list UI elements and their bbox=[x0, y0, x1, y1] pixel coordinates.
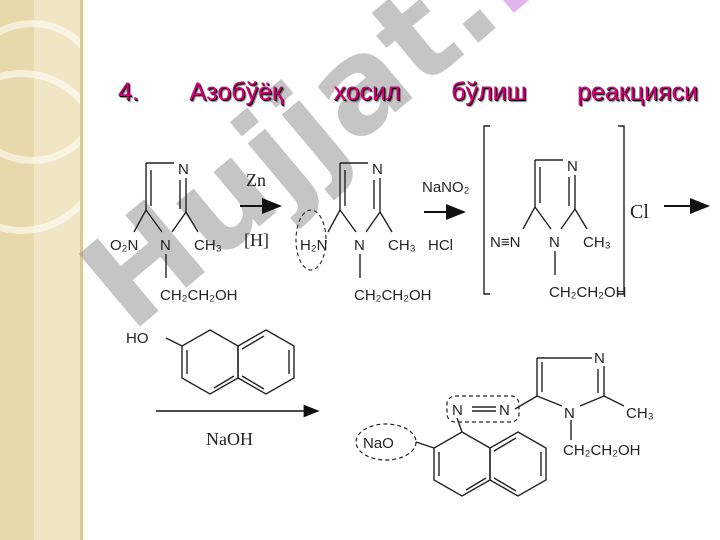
azo-nitrogen: N bbox=[499, 402, 510, 419]
ring-bond bbox=[579, 395, 605, 407]
ring-nitrogen: N bbox=[372, 161, 383, 178]
ring-bond bbox=[560, 208, 576, 230]
ring-nitrogen: N bbox=[178, 161, 189, 178]
ring bbox=[433, 431, 491, 497]
double-bond bbox=[241, 375, 265, 390]
bond bbox=[415, 441, 435, 449]
ring-nitrogen: N bbox=[567, 158, 578, 175]
sodium-oxide-group: NaO bbox=[363, 435, 394, 452]
double-bond bbox=[465, 477, 487, 491]
bond bbox=[379, 211, 393, 233]
hydroxyethyl-group: CH₂CH₂OH bbox=[354, 287, 431, 304]
ring-bond bbox=[365, 211, 381, 233]
title-word: бўлиш bbox=[451, 78, 527, 106]
title-word: хосил bbox=[333, 78, 401, 106]
methyl-group: CH₃ bbox=[626, 405, 654, 422]
reagent-hydrochloric-acid: HCl bbox=[428, 237, 453, 254]
ring-nitrogen: N bbox=[594, 350, 605, 367]
right-bracket bbox=[618, 125, 625, 295]
title-word: 4. bbox=[118, 78, 139, 106]
reagent-sodium-hydroxide: NaOH bbox=[206, 429, 253, 449]
double-bond bbox=[493, 477, 517, 492]
ring-bond bbox=[145, 209, 163, 233]
methyl-group: CH₃ bbox=[388, 237, 416, 254]
compound-aminoimidazole bbox=[327, 162, 393, 278]
hydroxyl-group: HO bbox=[126, 330, 149, 347]
bond bbox=[133, 209, 147, 233]
chloride-ion: Cl bbox=[630, 201, 649, 223]
highlight-azo bbox=[446, 395, 520, 423]
compound-azo-dye bbox=[355, 357, 625, 497]
double-bond bbox=[241, 335, 265, 350]
left-bracket bbox=[483, 125, 490, 295]
ring-nitrogen: N bbox=[160, 237, 171, 254]
hydroxyethyl-group: CH₂CH₂OH bbox=[160, 287, 237, 304]
azo-nitrogen: N bbox=[452, 402, 463, 419]
reagent-zinc: Zn bbox=[246, 170, 266, 190]
hydroxyethyl-group: CH₂CH₂OH bbox=[563, 442, 640, 459]
ring-bond bbox=[534, 206, 552, 230]
methyl-group: CH₃ bbox=[583, 234, 611, 251]
bond bbox=[456, 417, 463, 433]
nitro-group: O₂N bbox=[110, 237, 138, 254]
compound-diazonium bbox=[483, 125, 625, 295]
ring-bond bbox=[171, 211, 187, 233]
diazonium-group: N≡N bbox=[490, 234, 520, 251]
bond bbox=[185, 211, 199, 233]
ring-bond bbox=[339, 209, 357, 233]
sidebar-ring bbox=[0, 70, 80, 234]
ring-bond bbox=[536, 395, 563, 407]
bond bbox=[522, 206, 536, 230]
hydroxyethyl-group: CH₂CH₂OH bbox=[549, 284, 626, 301]
sidebar-edge bbox=[80, 0, 83, 540]
bond bbox=[165, 337, 183, 347]
double-bond bbox=[213, 375, 235, 389]
reagent-hydrogen: [H] bbox=[244, 230, 269, 250]
title-word: Азобўёқ bbox=[189, 78, 283, 106]
highlight-circle bbox=[295, 209, 327, 271]
slide-title: 4. Азобўёқ хосил бўлиш реакцияси bbox=[118, 78, 698, 107]
bond bbox=[327, 209, 341, 233]
double-bond bbox=[493, 437, 517, 452]
ring bbox=[181, 329, 239, 395]
bond bbox=[514, 395, 538, 410]
methyl-group: CH₃ bbox=[194, 237, 222, 254]
title-word: реакцияси bbox=[577, 78, 698, 106]
compound-nitroimidazole bbox=[133, 162, 199, 278]
bond bbox=[574, 208, 588, 230]
decorative-sidebar bbox=[0, 0, 80, 540]
ring-nitrogen: N bbox=[354, 237, 365, 254]
bond bbox=[603, 395, 625, 407]
ring bbox=[489, 431, 547, 497]
compound-naphthol bbox=[165, 329, 295, 395]
reagent-sodium-nitrite: NaNO₂ bbox=[422, 179, 470, 196]
ring-nitrogen: N bbox=[564, 405, 575, 422]
amino-group: H₂N bbox=[300, 237, 328, 254]
ring-nitrogen: N bbox=[549, 234, 560, 251]
ring bbox=[237, 329, 295, 395]
